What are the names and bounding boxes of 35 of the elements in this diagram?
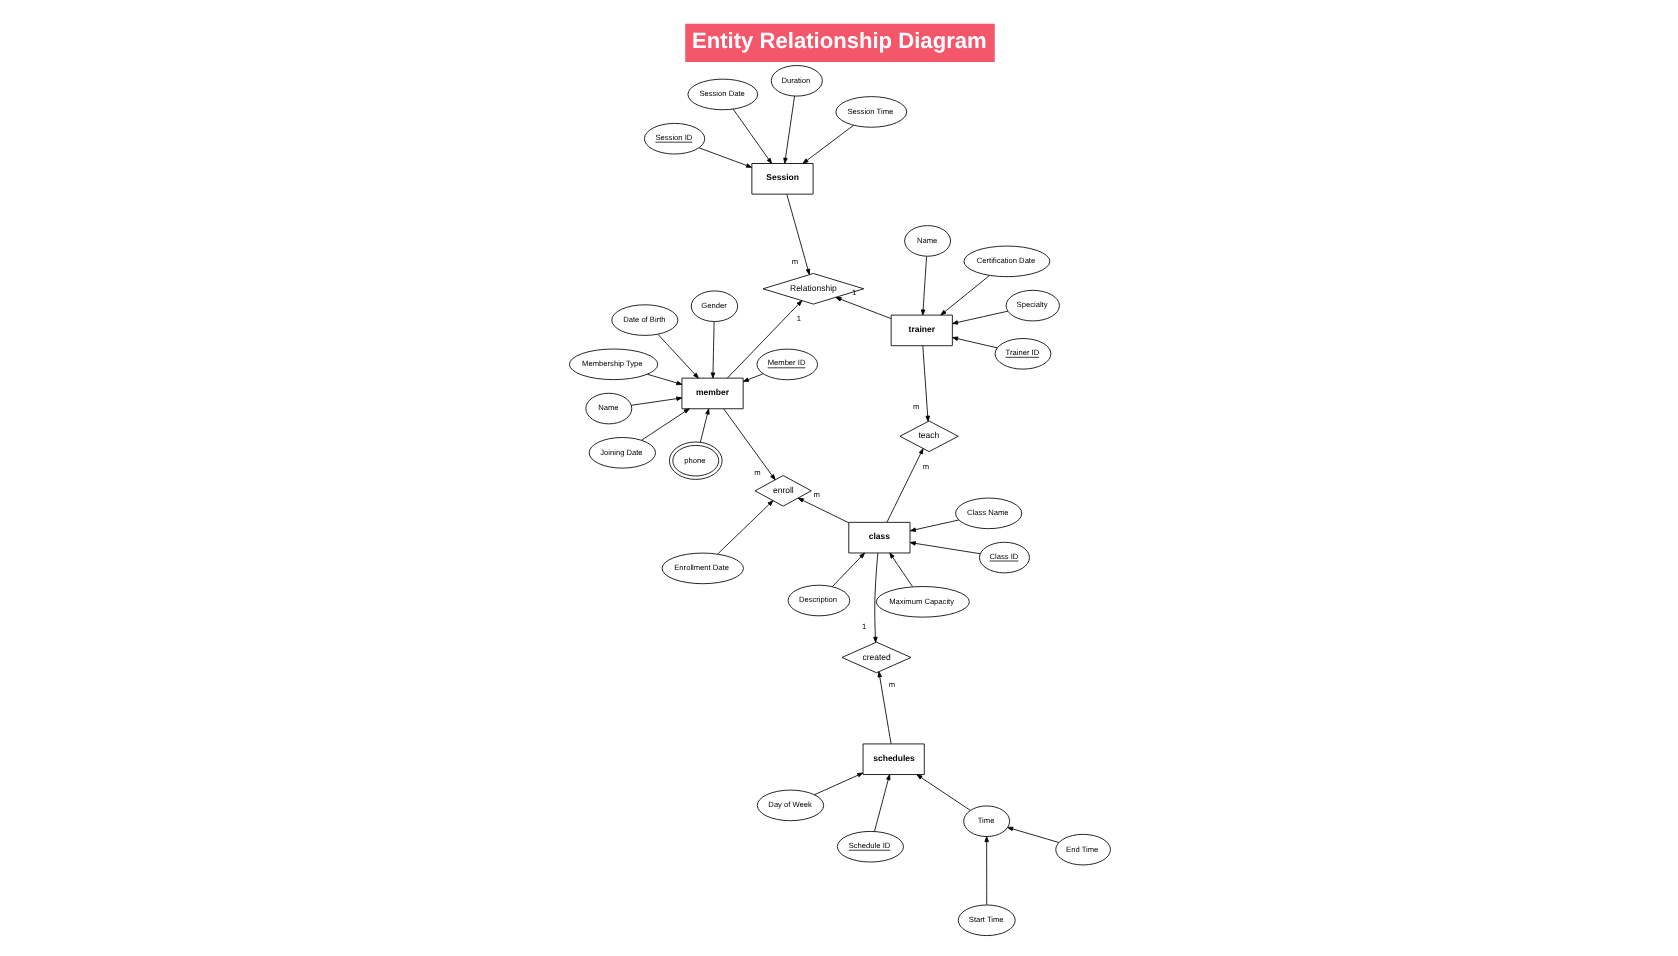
arrow	[873, 774, 890, 832]
arrow	[983, 836, 988, 906]
arrow	[716, 500, 773, 555]
arrow	[908, 541, 980, 555]
diagram-title: Entity Relationship Diagram	[691, 29, 986, 54]
arrow	[629, 396, 682, 406]
arrow	[939, 275, 989, 316]
arrow	[951, 310, 1008, 325]
arrow	[801, 124, 853, 164]
arrow	[830, 552, 864, 587]
arrow	[709, 321, 715, 379]
arrow	[888, 552, 912, 588]
arrow	[640, 408, 689, 441]
arrow	[782, 95, 794, 164]
arrow	[699, 408, 709, 443]
arrow	[656, 333, 698, 379]
arrow	[908, 519, 959, 532]
arrow	[785, 193, 810, 275]
arrow	[697, 147, 751, 168]
arrow	[796, 497, 849, 524]
arrow	[834, 297, 891, 319]
arrow	[876, 671, 891, 745]
arrow	[722, 408, 775, 481]
arrow	[951, 336, 997, 349]
arrow	[1006, 826, 1059, 843]
arrow	[872, 552, 878, 643]
arrow	[915, 774, 970, 811]
arrow	[726, 300, 802, 379]
arrow	[885, 448, 923, 523]
arrow	[813, 772, 863, 796]
arrow	[741, 373, 763, 382]
arrow	[645, 373, 682, 386]
arrow	[919, 256, 926, 316]
arrow	[731, 108, 772, 164]
arrow	[921, 345, 929, 422]
